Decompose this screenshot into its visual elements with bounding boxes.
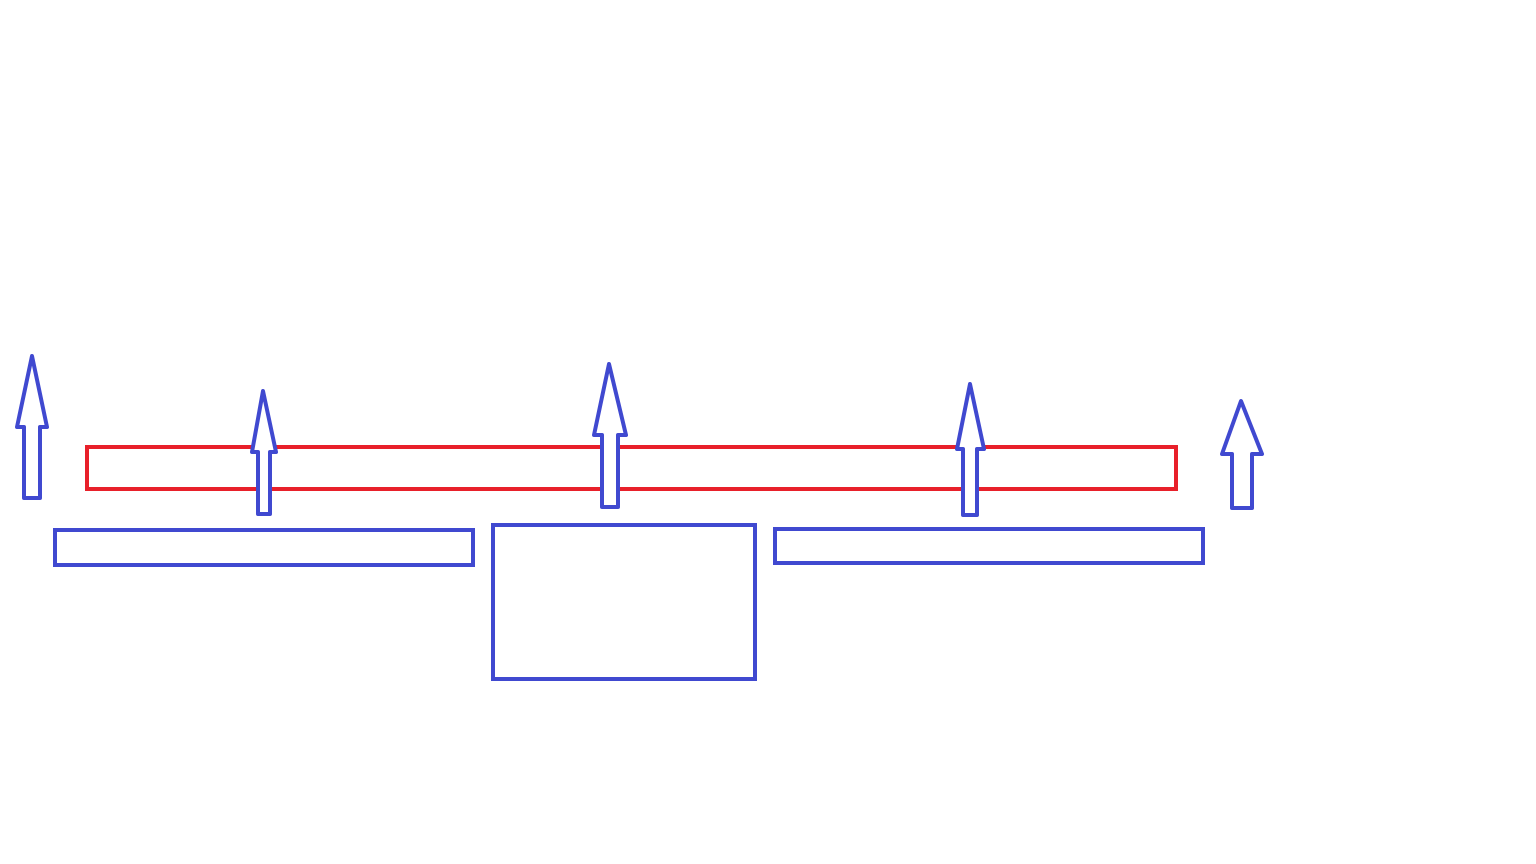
right-box	[773, 527, 1205, 565]
up-arrow-icon	[592, 362, 628, 509]
up-arrow-icon	[955, 382, 986, 517]
up-arrow-icon	[250, 389, 278, 516]
center-box	[491, 523, 757, 681]
left-box	[53, 528, 475, 567]
up-arrow-icon	[1220, 399, 1264, 510]
red-bar	[85, 445, 1178, 491]
up-arrow-icon	[15, 354, 49, 500]
